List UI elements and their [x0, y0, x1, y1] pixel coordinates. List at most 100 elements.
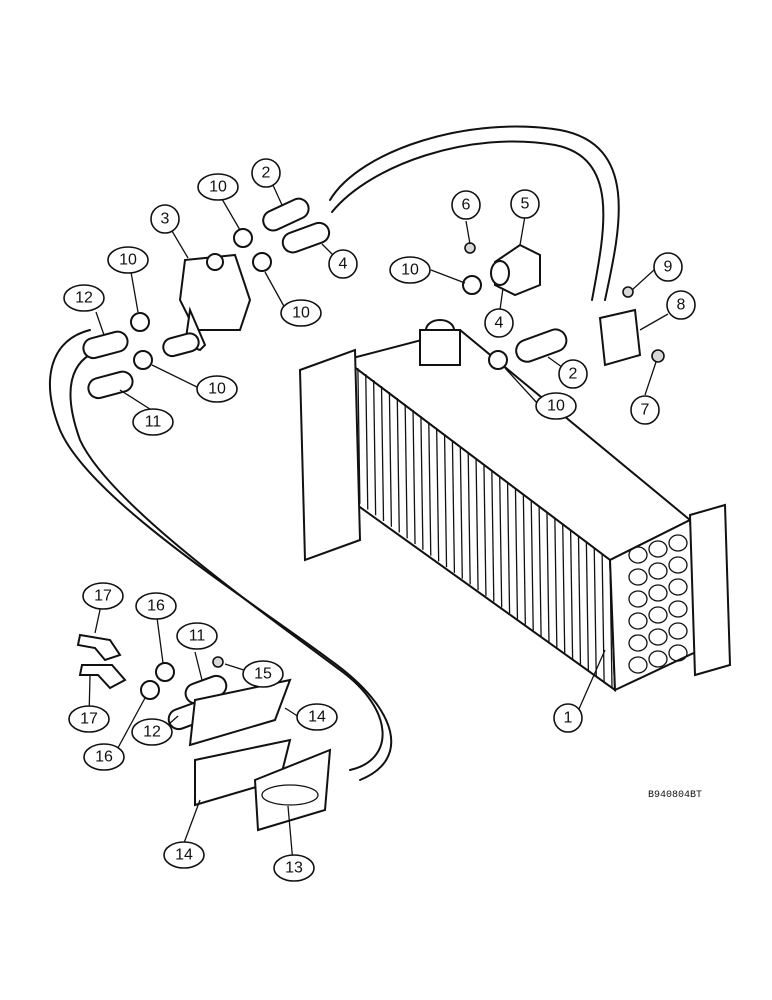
svg-text:2: 2 — [569, 366, 578, 383]
hose-clamps — [130, 228, 508, 700]
core-fin — [396, 397, 400, 533]
svg-text:17: 17 — [80, 711, 98, 728]
core-fin — [562, 523, 566, 654]
mounting-plates — [188, 678, 332, 832]
core-fin — [412, 409, 416, 545]
svg-text:8: 8 — [677, 297, 686, 314]
core-coil-loop — [668, 578, 688, 596]
heater-core — [298, 319, 732, 693]
core-fin — [491, 469, 495, 602]
hose-routing — [49, 125, 620, 781]
callout-13: 13 — [273, 854, 315, 882]
core-fin — [380, 385, 385, 522]
callout-12: 12 — [131, 718, 173, 746]
core-coil-loop — [628, 634, 648, 652]
core-coil-loop — [668, 622, 688, 640]
callout-2: 2 — [558, 359, 588, 389]
svg-text:11: 11 — [189, 628, 206, 645]
core-coil-loop — [628, 568, 648, 586]
callout-11: 11 — [176, 622, 218, 650]
core-coil-loop — [648, 584, 668, 602]
core-fin — [475, 457, 479, 591]
svg-text:12: 12 — [75, 290, 93, 307]
core-coil-loop — [668, 644, 688, 662]
callout-5: 5 — [510, 189, 540, 219]
svg-text:14: 14 — [175, 847, 193, 864]
tee-fitting — [490, 243, 541, 297]
callout-17: 17 — [68, 705, 110, 733]
core-fin — [506, 481, 511, 614]
core-fin — [483, 463, 487, 596]
callout-10: 10 — [389, 256, 431, 284]
drawing-code: B940804BT — [648, 790, 702, 801]
svg-text:2: 2 — [262, 165, 271, 182]
core-fin — [428, 421, 432, 556]
svg-text:3: 3 — [161, 211, 170, 228]
callout-14: 14 — [163, 841, 205, 869]
core-coil-loop — [628, 612, 648, 630]
core-fin — [601, 553, 605, 683]
svg-text:16: 16 — [95, 749, 113, 766]
core-coil-loop — [648, 606, 668, 624]
core-coil-loop — [648, 562, 668, 580]
svg-text:10: 10 — [547, 398, 565, 415]
callout-10: 10 — [197, 173, 239, 201]
callout-12: 12 — [63, 284, 105, 312]
core-coil-loop — [648, 628, 668, 646]
core-fin — [609, 559, 613, 689]
callout-10: 10 — [107, 246, 149, 274]
callout-16: 16 — [83, 743, 125, 771]
hardware — [212, 242, 665, 668]
callout-11: 11 — [132, 408, 174, 436]
callout-10: 10 — [535, 392, 577, 420]
svg-text:15: 15 — [254, 666, 272, 683]
callouts: 1 2 2 3 4 4 5 6 7 8 9 10 10 10 10 10 10 … — [63, 158, 696, 882]
core-fin — [499, 475, 503, 608]
callout-2: 2 — [251, 158, 281, 188]
svg-text:4: 4 — [495, 315, 504, 332]
elbow-fittings — [76, 633, 127, 690]
callout-8: 8 — [666, 290, 696, 320]
svg-text:6: 6 — [462, 197, 471, 214]
callout-7: 7 — [630, 395, 660, 425]
svg-text:10: 10 — [119, 252, 137, 269]
core-fin — [372, 379, 377, 516]
core-fin — [451, 439, 456, 573]
core-fin — [365, 373, 369, 510]
svg-text:4: 4 — [339, 256, 348, 273]
svg-text:1: 1 — [564, 710, 573, 727]
svg-text:10: 10 — [209, 179, 227, 196]
svg-text:12: 12 — [143, 724, 161, 741]
callout-4: 4 — [328, 249, 358, 279]
core-fin — [420, 415, 424, 550]
svg-text:17: 17 — [94, 588, 112, 605]
callout-1: 1 — [553, 703, 583, 733]
core-coil-loop — [628, 656, 648, 674]
core-fin — [593, 547, 597, 677]
core-fin — [459, 445, 463, 579]
hose-segments — [82, 197, 568, 731]
svg-text:10: 10 — [208, 381, 226, 398]
svg-text:7: 7 — [641, 402, 650, 419]
core-coil-loop — [668, 556, 688, 574]
core-coil-loop — [648, 540, 668, 558]
core-fin — [388, 391, 393, 527]
core-fin — [530, 499, 534, 631]
core-fin — [443, 433, 448, 568]
core-coil-loop — [628, 590, 648, 608]
core-coil-loop — [628, 546, 648, 564]
svg-text:10: 10 — [401, 262, 419, 279]
callout-17: 17 — [82, 582, 124, 610]
core-coil-loop — [668, 534, 688, 552]
core-fin — [467, 451, 471, 585]
core-fin — [436, 427, 440, 562]
svg-text:9: 9 — [664, 259, 673, 276]
core-fin — [585, 541, 590, 671]
core-fin — [569, 529, 574, 660]
callout-14: 14 — [296, 703, 338, 731]
core-fin — [357, 367, 361, 504]
svg-text:16: 16 — [147, 598, 165, 615]
core-fin — [546, 511, 550, 642]
